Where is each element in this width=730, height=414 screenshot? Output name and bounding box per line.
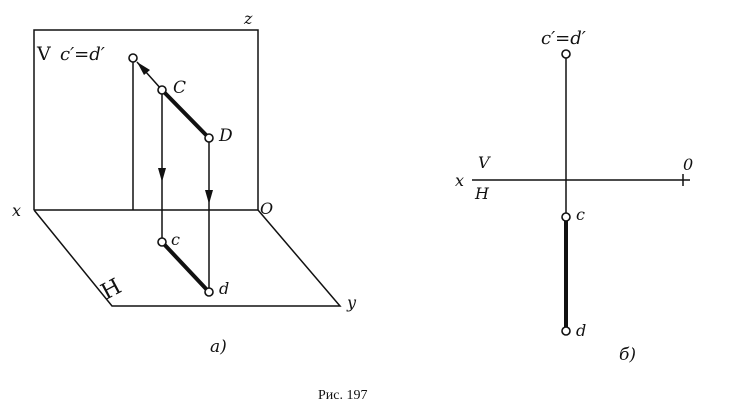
right-diagram: c′=d′ x V H 0 c d б)	[455, 28, 693, 365]
label-x: x	[12, 201, 21, 220]
point-c-horizontal	[157, 237, 167, 247]
label-plane-v: V	[36, 43, 51, 65]
point-d-horizontal	[204, 287, 214, 297]
label-h-right: H	[474, 184, 490, 203]
segment-cd-horizontal	[160, 240, 211, 294]
v-plane-frame	[33, 29, 259, 210]
h-plane-outline	[33, 209, 342, 307]
label-d-right: d	[576, 321, 586, 340]
label-d-upper: D	[218, 126, 233, 146]
point-cd-front	[128, 53, 138, 63]
point-c-right	[561, 212, 571, 222]
label-plane-h: H	[97, 274, 126, 305]
label-c-right: c	[576, 205, 585, 224]
label-c-upper: C	[173, 78, 186, 98]
sublabel-b: б)	[619, 345, 636, 365]
segment-cd-space	[160, 88, 211, 140]
arrow-to-front-icon	[137, 62, 150, 75]
point-c-space	[157, 85, 167, 95]
label-z: z	[243, 9, 253, 28]
arrow-c-down-icon	[158, 168, 166, 182]
label-y: y	[346, 293, 357, 312]
left-diagram: V c′=d′ z x O y C D c d H a)	[12, 9, 357, 357]
label-x-right: x	[455, 171, 464, 190]
figure-caption: Рис. 197	[318, 388, 368, 403]
label-v-right: V	[478, 153, 491, 172]
label-o-right: 0	[683, 155, 693, 174]
label-d-lower: d	[219, 279, 229, 298]
point-d-space	[204, 133, 214, 143]
arrow-d-down-icon	[205, 190, 213, 204]
label-o: O	[260, 199, 273, 218]
point-d-right	[561, 326, 571, 336]
sublabel-a: a)	[210, 337, 227, 357]
label-cd-front-right: c′=d′	[541, 28, 586, 49]
point-cd-front-right	[561, 49, 571, 59]
label-cd-front: c′=d′	[60, 44, 105, 65]
label-c-lower: c	[171, 230, 180, 249]
